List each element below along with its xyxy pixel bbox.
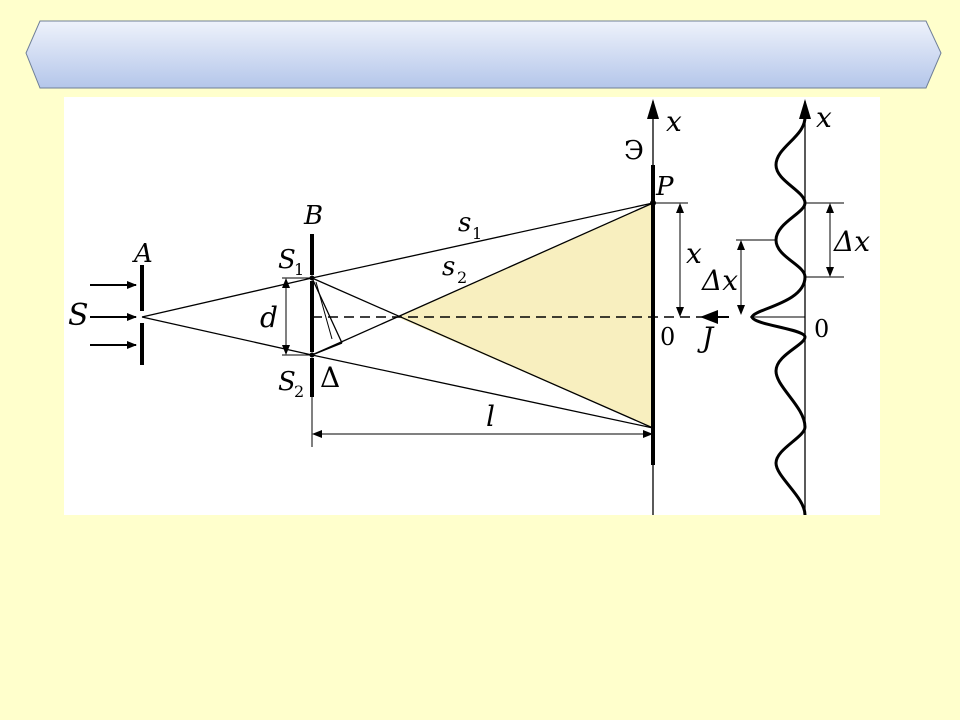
label-screen-distance: l xyxy=(486,400,495,433)
dim-dx-left-arrow-bottom xyxy=(737,305,745,315)
label-screen-e: Э xyxy=(624,136,644,166)
label-slit-2: S xyxy=(278,367,296,397)
ray-s2-bottom xyxy=(311,354,654,429)
label-axis-x: x xyxy=(666,105,682,138)
dim-x-arrow-bottom xyxy=(676,307,684,317)
label-path-2-sub: 2 xyxy=(457,268,467,287)
label-slit-distance: d xyxy=(260,301,278,334)
label-fringe-spacing-left: Δx xyxy=(701,264,738,297)
label-slit-1-sub: 1 xyxy=(294,260,304,279)
dim-dx-right-arrow-bottom xyxy=(826,267,834,277)
ray-s2-p xyxy=(311,202,654,356)
title-banner xyxy=(25,20,942,89)
label-path-difference: Δ xyxy=(320,361,340,394)
dim-d-arrow-bottom xyxy=(282,345,290,355)
path-difference-line-1 xyxy=(311,277,343,344)
ray-s1-p xyxy=(311,202,654,279)
label-axis-x2: x xyxy=(816,101,832,134)
label-slit-1: S xyxy=(278,245,296,275)
label-fringe-spacing-right: Δx xyxy=(833,225,870,258)
label-path-1-sub: 1 xyxy=(472,224,482,243)
intensity-arrow-head xyxy=(700,310,718,324)
label-origin: 0 xyxy=(660,323,675,351)
label-screen-a: A xyxy=(132,239,153,269)
dim-dx-left-arrow-top xyxy=(737,240,745,250)
screen-e-axis-arrow xyxy=(647,99,659,119)
dim-d-arrow-top xyxy=(282,278,290,288)
ray-s1-bottom xyxy=(311,277,654,429)
label-slit-2-sub: 2 xyxy=(294,382,304,401)
path-difference-line-2 xyxy=(311,342,343,356)
banner-shape xyxy=(25,20,942,89)
interference-region xyxy=(397,203,653,428)
label-origin2: 0 xyxy=(814,315,829,343)
young-double-slit-diagram: S A B S 1 S 2 d Δ s 1 s 2 l Э P x x 0 J … xyxy=(68,99,870,515)
dim-dx-right-arrow-top xyxy=(826,203,834,213)
label-path-1: s xyxy=(458,208,471,238)
dim-x-arrow-top xyxy=(676,203,684,213)
interference-diagram-panel: S A B S 1 S 2 d Δ s 1 s 2 l Э P x x 0 J … xyxy=(64,97,880,515)
dim-l-arrow-right xyxy=(643,430,653,438)
dim-l-arrow-left xyxy=(312,430,322,438)
label-point-p: P xyxy=(655,172,674,202)
label-intensity: J xyxy=(697,321,715,354)
label-source: S xyxy=(68,298,89,333)
label-path-2: s xyxy=(442,252,455,282)
label-coord-x: x xyxy=(686,237,702,270)
label-screen-b: B xyxy=(303,201,323,231)
path-difference-line-3 xyxy=(315,281,333,340)
intensity-graph-axis-arrow xyxy=(799,99,811,119)
intensity-curve xyxy=(750,116,807,515)
